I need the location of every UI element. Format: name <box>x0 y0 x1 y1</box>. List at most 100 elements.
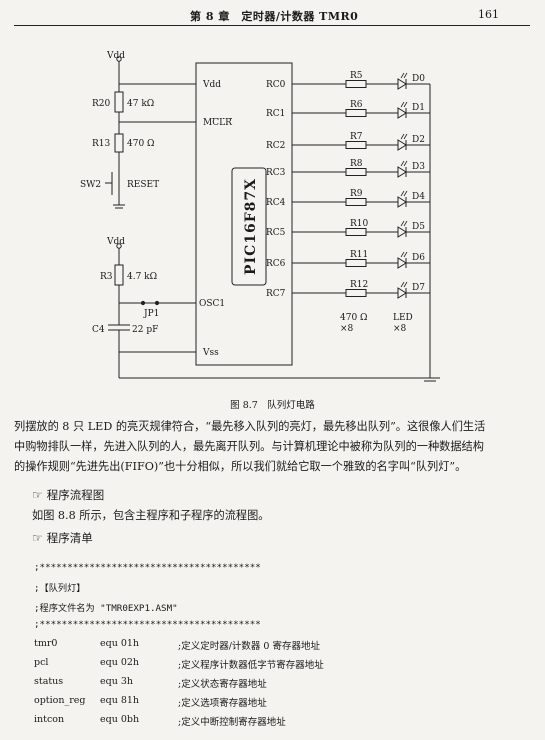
resistor-r7 <box>345 141 367 149</box>
pointing-hand-icon: ☞ <box>32 531 43 545</box>
vdd2-label: Vdd <box>106 237 125 247</box>
code-operand: equ 81h <box>100 695 140 706</box>
paragraph-line-3: 的操作规则“先进先出(FIFO)”也十分相似，所以我们就给它取一个雅致的名字叫“… <box>14 460 467 473</box>
pointing-hand-icon: ☞ <box>32 488 43 502</box>
led-d3-label: D3 <box>412 162 425 172</box>
led-d3 <box>397 166 407 178</box>
code-label: tmr0 <box>34 638 58 649</box>
code-label: intcon <box>34 714 65 725</box>
code-row: status equ 3h ;定义状态寄存器地址 <box>0 676 520 690</box>
resistor-r20 <box>114 91 124 113</box>
code-label: status <box>34 676 64 687</box>
jumper-jp1-b <box>154 300 160 306</box>
pin-rc0-label: RC0 <box>266 80 286 90</box>
resistor-r11-label: R11 <box>350 250 368 260</box>
resistor-r6 <box>345 109 367 117</box>
led-d2 <box>397 139 407 151</box>
resistor-r12-label: R12 <box>350 280 368 290</box>
resistor-r3 <box>114 264 124 286</box>
section-flowchart-title: 程序流程图 <box>46 488 105 502</box>
resistor-r8-label: R8 <box>350 159 363 169</box>
code-comment: ;定义定时器/计数器 0 寄存器地址 <box>178 641 320 652</box>
resistor-r8 <box>345 168 367 176</box>
code-row: option_reg equ 81h ;定义选项寄存器地址 <box>0 695 520 709</box>
code-row: pcl equ 02h ;定义程序计数器低字节寄存器地址 <box>0 657 520 671</box>
resistor-note-value: 470 Ω <box>340 313 368 323</box>
r13-value: 470 Ω <box>127 139 155 149</box>
section-listing-title: 程序清单 <box>46 531 93 545</box>
sw2-label: SW2 <box>80 180 101 190</box>
code-operand: equ 02h <box>100 657 140 668</box>
led-d6 <box>397 257 407 269</box>
code-row: intcon equ 0bh ;定义中断控制寄存器地址 <box>0 714 520 728</box>
code-label: pcl <box>34 657 49 668</box>
section-flowchart-heading: ☞程序流程图 <box>32 487 104 503</box>
jumper-jp1-a <box>140 300 146 306</box>
resistor-r9 <box>345 198 367 206</box>
pin-mclr-label: MCLR <box>203 118 232 128</box>
code-operand: equ 01h <box>100 638 140 649</box>
resistor-r7-label: R7 <box>350 132 363 142</box>
led-d2-label: D2 <box>412 135 425 145</box>
paragraph-line-2: 中购物排队一样，先进入队列的人，最先离开队列。与计算机理论中被称为队列的一种数据… <box>14 440 484 453</box>
led-d0-label: D0 <box>412 74 425 84</box>
led-d7 <box>397 287 407 299</box>
led-d6-label: D6 <box>412 253 425 263</box>
r20-label: R20 <box>92 99 111 109</box>
code-stars-1: ;***************************************… <box>34 562 261 573</box>
led-d7-label: D7 <box>412 283 425 293</box>
code-comment: ;定义程序计数器低字节寄存器地址 <box>178 660 324 671</box>
code-label: option_reg <box>34 695 86 706</box>
c4-value: 22 pF <box>132 325 158 335</box>
c4-label: C4 <box>92 325 105 335</box>
led-d4-label: D4 <box>412 192 425 202</box>
led-d1 <box>397 107 407 119</box>
code-comment: ;定义中断控制寄存器地址 <box>178 717 286 728</box>
led-d4 <box>397 196 407 208</box>
led-d5 <box>397 226 407 238</box>
resistor-r10-label: R10 <box>350 219 369 229</box>
pin-rc1-label: RC1 <box>266 109 285 119</box>
chip-label-box <box>231 167 267 286</box>
r13-label: R13 <box>92 139 111 149</box>
r3-value: 4.7 kΩ <box>127 272 157 282</box>
pin-vss-label: Vss <box>202 348 219 358</box>
led-d0 <box>397 78 407 90</box>
pin-rc3-label: RC3 <box>266 168 286 178</box>
resistor-r13 <box>114 133 124 153</box>
header-rule <box>14 25 530 26</box>
resistor-r9-label: R9 <box>350 189 363 199</box>
code-operand: equ 3h <box>100 676 134 687</box>
pin-rc2-label: RC2 <box>266 141 285 151</box>
code-operand: equ 0bh <box>100 714 140 725</box>
led-d1-label: D1 <box>412 103 425 113</box>
reset-label: RESET <box>127 180 159 190</box>
code-file-comment: ;程序文件名为 "TMR0EXP1.ASM" <box>34 603 178 614</box>
flowchart-description: 如图 8.8 所示，包含主程序和子程序的流程图。 <box>32 509 270 522</box>
section-listing-heading: ☞程序清单 <box>32 530 93 546</box>
pin-rc5-label: RC5 <box>266 228 286 238</box>
chapter-header: 第 8 章 定时器/计数器 TMR0 <box>190 10 359 23</box>
code-row: tmr0 equ 01h ;定义定时器/计数器 0 寄存器地址 <box>0 638 520 652</box>
jp1-label: JP1 <box>143 309 159 319</box>
paragraph-line-1: 列摆放的 8 只 LED 的亮灭规律符合，“最先移入队列的亮灯，最先移出队列”。… <box>14 420 486 433</box>
r20-value: 47 kΩ <box>127 99 154 109</box>
resistor-r5 <box>345 80 367 88</box>
code-comment: ;定义选项寄存器地址 <box>178 698 267 709</box>
chip-body <box>195 62 293 366</box>
resistor-r12 <box>345 289 367 297</box>
resistor-r11 <box>345 259 367 267</box>
pin-vdd-label: Vdd <box>202 80 221 90</box>
pin-rc6-label: RC6 <box>266 259 286 269</box>
pin-rc4-label: RC4 <box>266 198 286 208</box>
resistor-note-count: ×8 <box>340 324 354 334</box>
code-title-comment: ;【队列灯】 <box>34 583 86 594</box>
pin-rc7-label: RC7 <box>266 289 286 299</box>
vdd1-label: Vdd <box>106 51 125 61</box>
pin-osc1-label: OSC1 <box>199 299 225 309</box>
code-stars-2: ;***************************************… <box>34 619 261 630</box>
code-comment: ;定义状态寄存器地址 <box>178 679 267 690</box>
chip-label: PIC16F87X <box>243 178 259 275</box>
